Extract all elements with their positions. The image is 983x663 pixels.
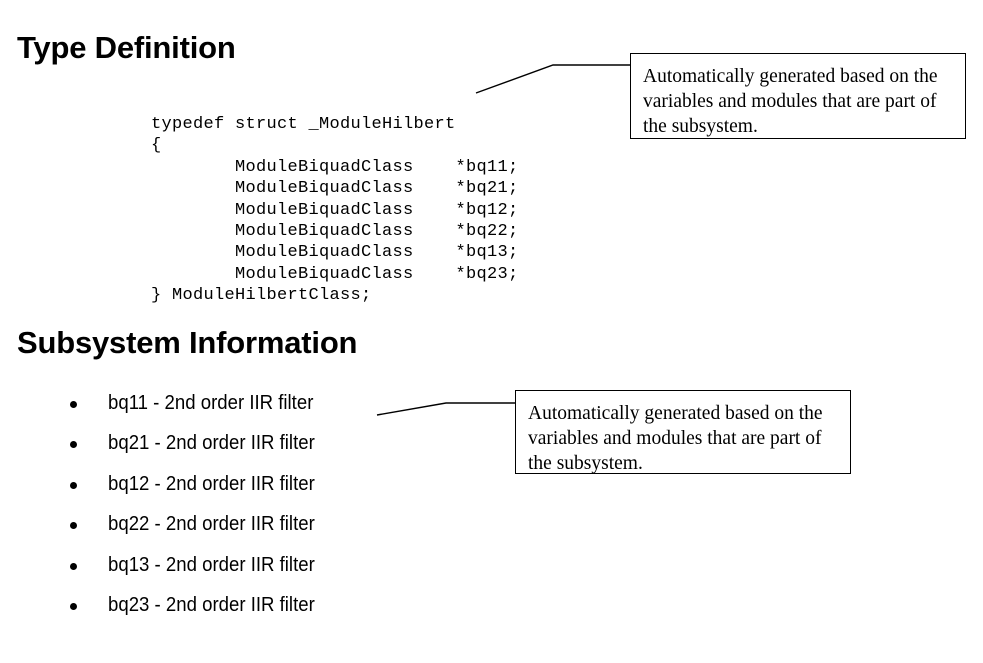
bullet-point-icon xyxy=(70,441,77,449)
bullet-point-icon xyxy=(70,401,77,408)
list-item-label: bq13 - 2nd order IIR filter xyxy=(108,553,315,576)
bullet-point-icon xyxy=(70,481,77,489)
callout-leader-line-top xyxy=(475,64,630,94)
bullet-point-icon xyxy=(70,602,77,610)
list-item: bq12 - 2nd order IIR filter xyxy=(62,473,482,513)
list-item-label: bq23 - 2nd order IIR filter xyxy=(108,593,315,616)
bullet-point-icon xyxy=(70,522,77,530)
code-block-type-definition: typedef struct _ModuleHilbert { ModuleBi… xyxy=(151,115,519,306)
list-item: bq22 - 2nd order IIR filter xyxy=(62,513,482,553)
list-item-label: bq21 - 2nd order IIR filter xyxy=(108,432,315,455)
list-item: bq11 - 2nd order IIR filter xyxy=(62,392,482,432)
list-item: bq13 - 2nd order IIR filter xyxy=(62,554,482,594)
list-item: bq21 - 2nd order IIR filter xyxy=(62,432,482,472)
callout-box-subsystem-information: Automatically generated based on the var… xyxy=(515,390,851,474)
list-item-label: bq12 - 2nd order IIR filter xyxy=(108,472,315,495)
list-item-label: bq22 - 2nd order IIR filter xyxy=(108,513,315,536)
subsystem-bullet-list: bq11 - 2nd order IIR filter bq21 - 2nd o… xyxy=(62,392,482,634)
page-title-subsystem-information: Subsystem Information xyxy=(17,325,358,360)
bullet-point-icon xyxy=(70,562,77,570)
list-item-label: bq11 - 2nd order IIR filter xyxy=(108,392,314,414)
callout-box-type-definition: Automatically generated based on the var… xyxy=(630,53,966,139)
page-title-type-definition: Type Definition xyxy=(17,30,236,65)
list-item: bq23 - 2nd order IIR filter xyxy=(62,594,482,634)
